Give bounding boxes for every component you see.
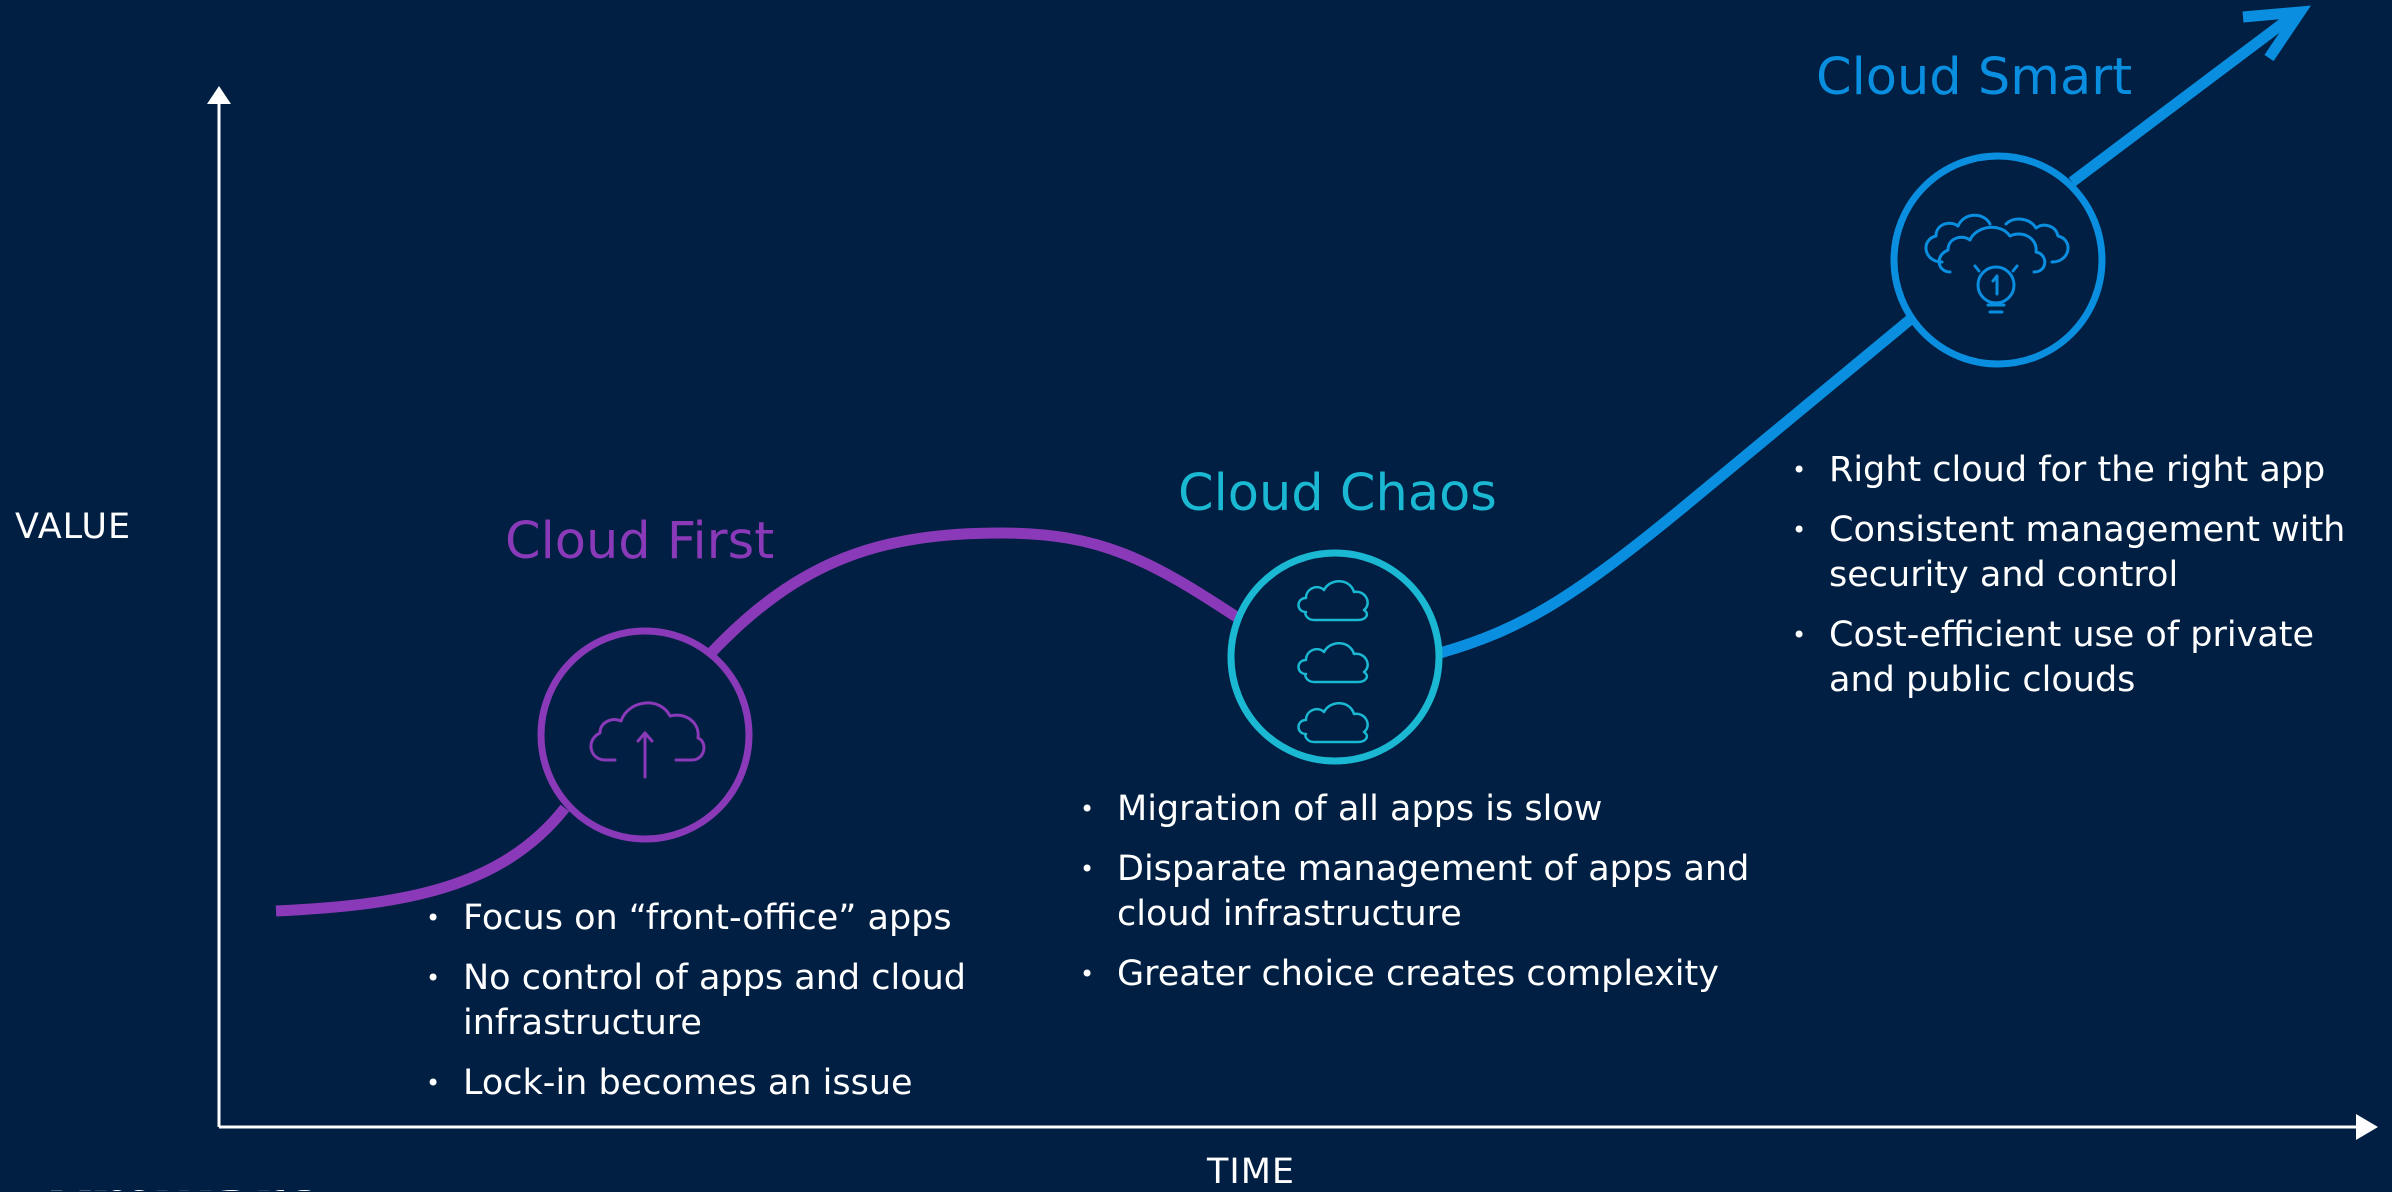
cloud-chaos-bullets: Migration of all apps is slow Disparate …	[1080, 787, 1760, 1012]
list-item: Lock-in becomes an issue	[426, 1061, 1026, 1106]
axes	[207, 86, 2378, 1140]
cloud-first-node	[537, 627, 753, 843]
cloud-chaos-title: Cloud Chaos	[1178, 464, 1497, 523]
cloud-lightbulb-icon	[1924, 213, 2070, 314]
list-item: Migration of all apps is slow	[1080, 787, 1760, 832]
cloud-smart-title: Cloud Smart	[1816, 48, 2133, 107]
cloud-smart-arrow-shaft	[2068, 13, 2294, 187]
list-item: No control of apps and cloud infrastruct…	[426, 956, 1026, 1046]
list-item: Consistent management with security and …	[1792, 508, 2382, 598]
x-axis-arrowhead	[2356, 1114, 2378, 1140]
cloud-first-curve-hump	[708, 527, 1242, 656]
y-axis-label: VALUE	[15, 507, 132, 547]
list-item: Disparate management of apps and cloud i…	[1080, 847, 1760, 937]
vmware-logo: vmware	[50, 1173, 324, 1191]
cloud-first-bullets: Focus on “front-office” apps No control …	[426, 896, 1026, 1121]
cloud-chaos-node	[1227, 549, 1443, 765]
list-item: Focus on “front-office” apps	[426, 896, 1026, 941]
list-item: Greater choice creates complexity	[1080, 952, 1760, 997]
list-item: Right cloud for the right app	[1792, 448, 2382, 493]
cloud-smart-arrowhead	[2242, 5, 2312, 62]
y-axis-arrowhead	[207, 86, 231, 104]
cloud-first-curve-start	[275, 804, 570, 917]
cloud-first-title: Cloud First	[505, 512, 775, 571]
list-item: Cost-efficient use of private and public…	[1792, 613, 2382, 703]
cloud-smart-node	[1890, 152, 2106, 368]
cloud-smart-bullets: Right cloud for the right app Consistent…	[1792, 448, 2382, 718]
multiple-clouds-icon	[1297, 580, 1369, 744]
x-axis-label: TIME	[1207, 1152, 1296, 1192]
cloud-upload-icon	[589, 701, 706, 779]
cloud-smart-curve	[1438, 313, 1916, 659]
